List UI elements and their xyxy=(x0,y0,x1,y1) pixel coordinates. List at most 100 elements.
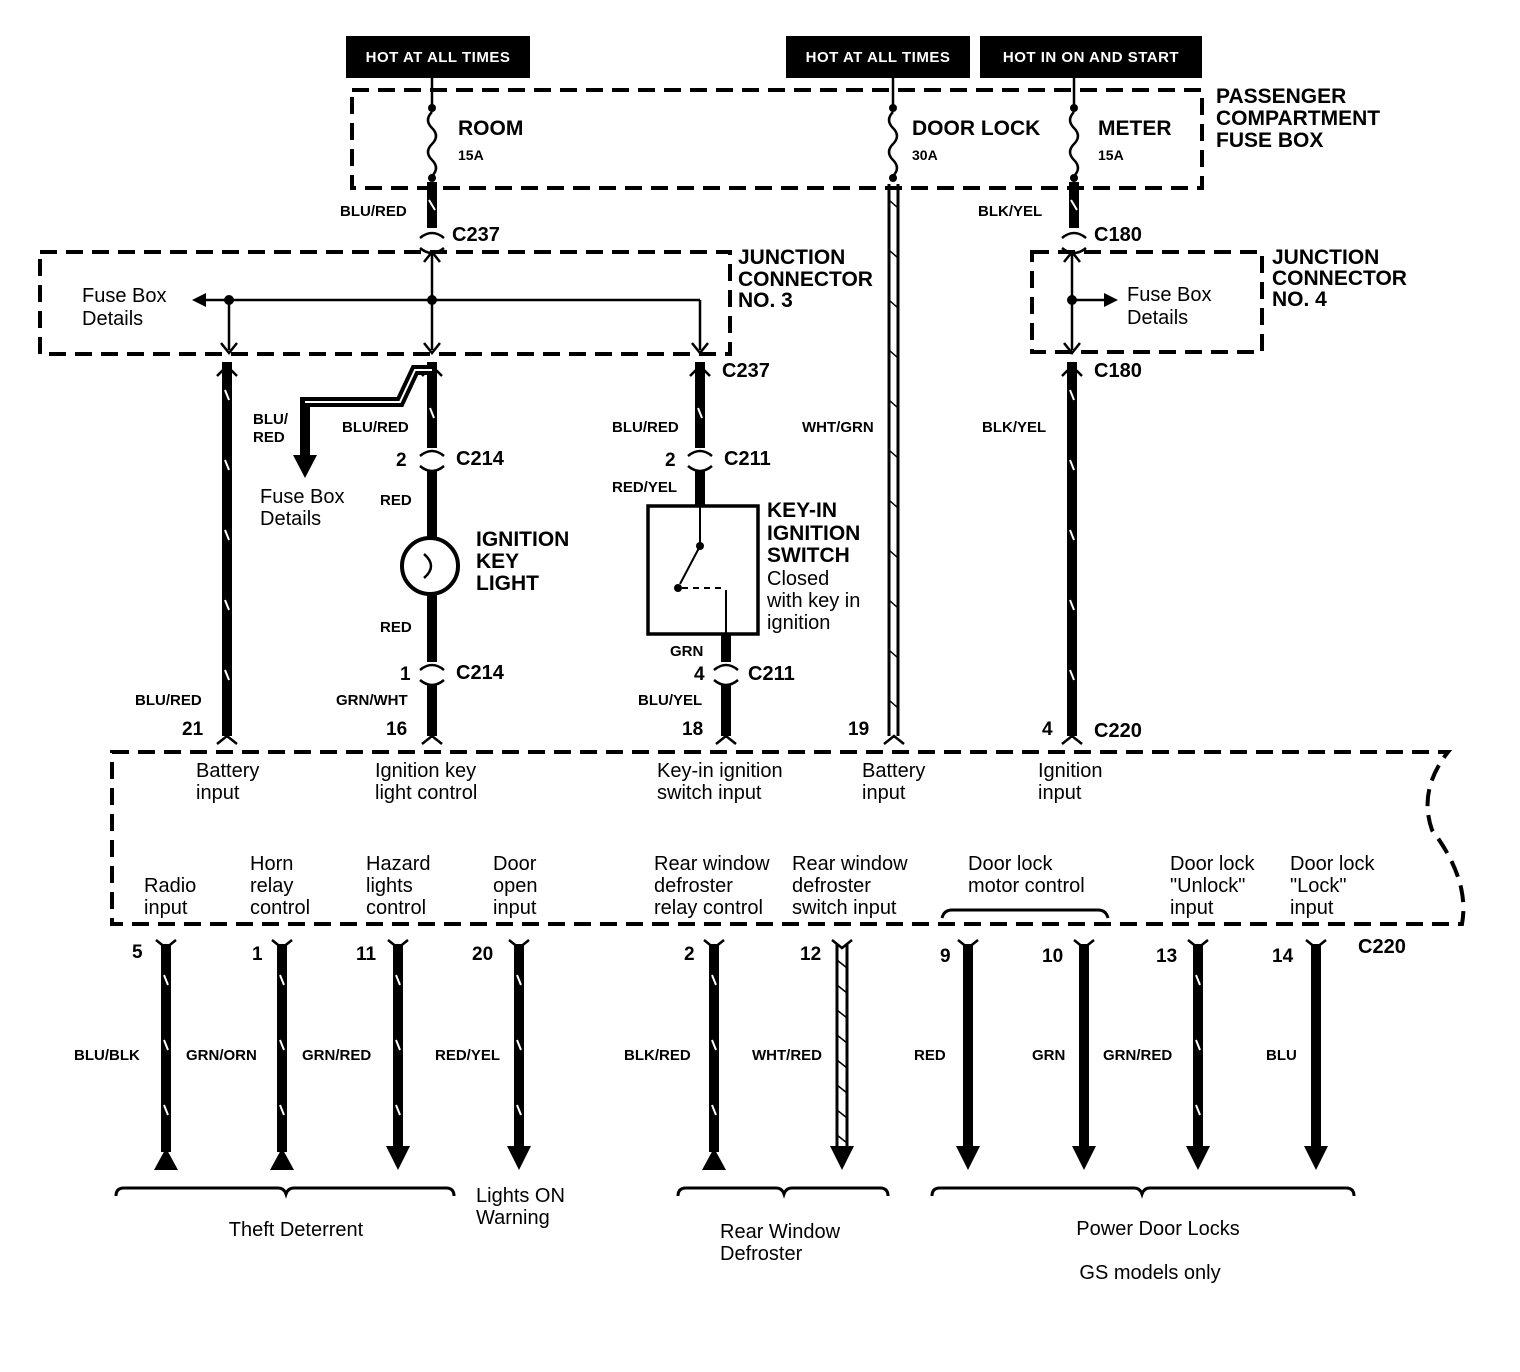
wire-label: GRN xyxy=(670,643,703,660)
unit-output-label: Door lock xyxy=(1290,853,1375,875)
key-in-note: with key in xyxy=(766,590,860,612)
header-label: HOT AT ALL TIMES xyxy=(366,49,511,66)
unit-input-label: light control xyxy=(375,782,477,804)
fuse-box-title: COMPARTMENT xyxy=(1216,107,1380,130)
bracket-rear-window xyxy=(676,1186,890,1199)
pin-number: 2 xyxy=(684,944,695,965)
wire-label: BLK/RED xyxy=(624,1047,691,1064)
key-in-note: ignition xyxy=(767,612,830,634)
fuse-door-lock-name: DOOR LOCK xyxy=(912,117,1040,140)
fuse-door-lock-rating: 30A xyxy=(912,147,938,163)
wire-label: BLU xyxy=(1266,1047,1297,1064)
bottom-wire-pin9: 9 RED xyxy=(914,939,980,1170)
fuse-box-details-label: Details xyxy=(1127,307,1188,329)
wire-label: BLU/RED xyxy=(340,203,407,220)
key-in-switch-label: IGNITION xyxy=(767,522,860,545)
wire-label: RED/YEL xyxy=(435,1047,500,1064)
unit-output-label: Horn xyxy=(250,853,293,875)
wire-label: GRN/ORN xyxy=(186,1047,257,1064)
fuse-room: ROOM 15A xyxy=(426,78,523,182)
wire-label: GRN/WHT xyxy=(336,692,408,709)
control-unit-outline xyxy=(110,750,1466,926)
unit-input-label: switch input xyxy=(657,782,762,804)
header-hot-in-on-and-start: HOT IN ON AND START xyxy=(980,36,1202,78)
wire-label: RED xyxy=(253,429,285,446)
header-label: HOT IN ON AND START xyxy=(1003,49,1179,66)
connector-label: C211 xyxy=(748,663,795,685)
unit-input-label: Battery xyxy=(862,760,925,782)
bottom-wire-pin13: 13 GRN/RED xyxy=(1103,939,1210,1170)
unit-output-label: Hazard xyxy=(366,853,430,875)
pin-number: 21 xyxy=(182,719,204,740)
pin-number: 4 xyxy=(694,664,705,685)
unit-output-label: defroster xyxy=(654,875,733,897)
junction3-title: NO. 3 xyxy=(738,289,793,312)
pin-number: 2 xyxy=(396,450,407,471)
pin-number: 4 xyxy=(1042,719,1053,740)
pin-number: 12 xyxy=(800,944,821,965)
fuse-door-lock: DOOR LOCK 30A xyxy=(887,78,1040,182)
unit-input-label: Key-in ignition xyxy=(657,760,783,782)
bottom-wire-pin12: 12 WHT/RED xyxy=(752,939,854,1170)
unit-output-label: open xyxy=(493,875,538,897)
junction4-bus xyxy=(1063,249,1118,356)
fuse-box-details-label: Fuse Box xyxy=(82,285,166,307)
connector-label: C237 xyxy=(722,360,770,382)
connector-label: C237 xyxy=(452,224,500,246)
fuse-box-title: FUSE BOX xyxy=(1216,129,1323,152)
wire-label: BLU/RED xyxy=(342,419,409,436)
junction-connector-4-outline xyxy=(1030,250,1264,354)
unit-output-label: Door xyxy=(493,853,537,875)
door-lock-motor-bracket xyxy=(940,908,1110,919)
fuse-meter-rating: 15A xyxy=(1098,147,1124,163)
wire-label: BLU/BLK xyxy=(74,1047,140,1064)
group-label: Theft Deterrent xyxy=(229,1219,364,1241)
bottom-wire-pin2: 2 BLK/RED xyxy=(624,939,726,1170)
fuse-box-details-label: Details xyxy=(260,508,321,530)
group-label: Defroster xyxy=(720,1243,803,1265)
wire-label: RED/YEL xyxy=(612,479,677,496)
pin-number: 14 xyxy=(1272,946,1294,967)
unit-output-label: input xyxy=(1170,897,1214,919)
wire-label: BLU/YEL xyxy=(638,692,702,709)
wire-label: WHT/GRN xyxy=(802,419,874,436)
bottom-wire-pin10: 10 GRN xyxy=(1032,939,1096,1170)
unit-input-label: input xyxy=(196,782,240,804)
connector-c180-top xyxy=(1061,231,1087,239)
header-hot-at-all-times-2: HOT AT ALL TIMES xyxy=(786,36,970,78)
group-label: Rear Window xyxy=(720,1221,841,1243)
connector-label: C214 xyxy=(456,662,505,684)
junction3-title: CONNECTOR xyxy=(738,268,873,291)
key-in-switch-label: KEY-IN xyxy=(767,499,837,522)
ignition-key-light-label: IGNITION xyxy=(476,528,569,551)
wire-label: BLK/YEL xyxy=(982,419,1046,436)
unit-input-label: input xyxy=(862,782,906,804)
pin-number: 2 xyxy=(665,450,676,471)
fuse-room-name: ROOM xyxy=(458,117,523,140)
pin-number: 11 xyxy=(356,944,377,965)
unit-input-label: Battery xyxy=(196,760,259,782)
wire-j3-branch xyxy=(300,365,432,458)
bottom-wire-pin11: 11 GRN/RED xyxy=(302,939,410,1170)
fuse-box-outline xyxy=(350,88,1204,190)
unit-output-label: "Lock" xyxy=(1290,875,1346,897)
pin-number: 9 xyxy=(940,946,951,967)
unit-input-label: input xyxy=(1038,782,1082,804)
junction4-title: NO. 4 xyxy=(1272,288,1327,311)
fuse-box-details-label: Fuse Box xyxy=(1127,284,1211,306)
bracket-theft-deterrent xyxy=(114,1186,456,1199)
unit-output-label: input xyxy=(493,897,537,919)
fuse-meter: METER 15A xyxy=(1068,78,1172,182)
unit-output-label: control xyxy=(250,897,310,919)
unit-output-label: Door lock xyxy=(1170,853,1255,875)
pin-number: 19 xyxy=(848,719,869,740)
key-in-ignition-switch xyxy=(646,504,760,636)
connector-c214-bottom xyxy=(419,663,445,671)
unit-output-label: control xyxy=(366,897,426,919)
unit-output-label: defroster xyxy=(792,875,871,897)
bottom-wire-pin5: 5 BLU/BLK xyxy=(74,939,178,1170)
fuse-box-details-label: Fuse Box xyxy=(260,486,344,508)
header-hot-at-all-times-1: HOT AT ALL TIMES xyxy=(346,36,530,78)
pin-number: 1 xyxy=(400,664,411,685)
